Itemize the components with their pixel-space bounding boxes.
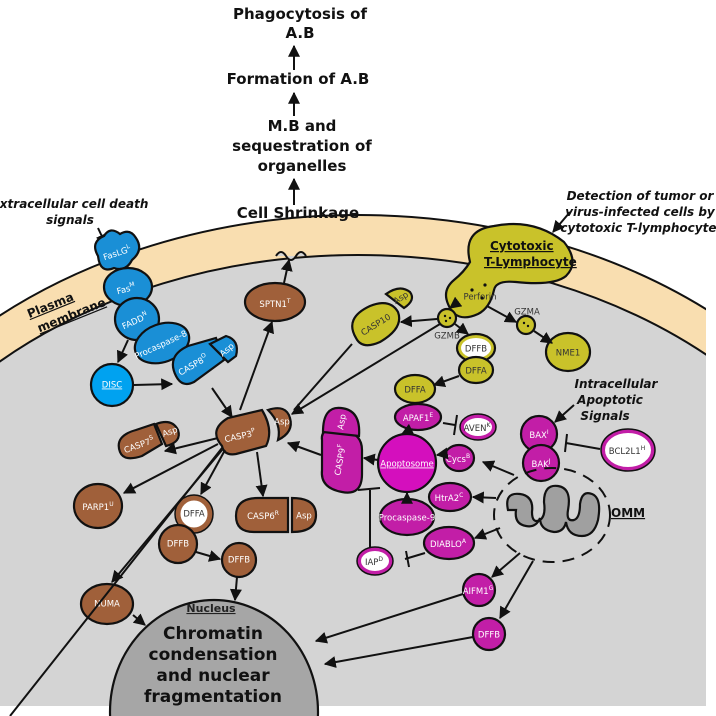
flow-step-sequestration: sequestration of [232, 137, 372, 155]
intrinsic-pathway: APAF1E AVENK Apoptosome CycsB HtrA2C Pro… [286, 402, 656, 668]
dffa-yellow-node-1: DFFA [457, 355, 495, 385]
procaspase8-node: Procaspase-8 [133, 321, 191, 365]
svg-text:DFFA: DFFA [183, 510, 205, 520]
fasl-node: FasLGL [93, 229, 141, 271]
sptn1-node: SPTN1T [243, 281, 307, 323]
flow-step-mb: M.B and [268, 117, 337, 135]
casp9-node: CASP9F Asp [320, 406, 364, 494]
intracellular-signals-label-1: Intracellular [575, 377, 659, 391]
svg-text:GZMB: GZMB [434, 332, 460, 342]
dffb-magenta-node: DFFB [471, 616, 507, 652]
svg-text:APAF1E: APAF1E [403, 412, 434, 424]
iap-node: IAPD [356, 546, 394, 576]
svg-text:AVENK: AVENK [464, 422, 492, 434]
svg-text:BAKJ: BAKJ [531, 458, 550, 470]
nucleus-label: Nucleus [186, 602, 236, 615]
flow-step-formation: Formation of A.B [227, 70, 370, 88]
extracellular-signals-label-1: Extracellular cell death [0, 197, 148, 211]
svg-text:FasM: FasM [115, 280, 136, 296]
nucleus-text-1: Chromatin [163, 624, 263, 644]
extracellular-signals-label-2: signals [46, 213, 94, 227]
mitochondrion-shape [506, 484, 601, 538]
casp6-node: CASP6R Asp [234, 496, 318, 534]
svg-text:GZMA: GZMA [514, 308, 540, 318]
nucleus-text-2: condensation [149, 645, 278, 665]
fas-node: FasM [102, 266, 154, 308]
casp8-node: CASP8O Asp [171, 334, 238, 386]
apaf1-node: APAF1E [393, 402, 443, 432]
apoptosome-node: Apoptosome [376, 432, 438, 494]
dffa-white-node: DFFA [174, 494, 214, 534]
numa-node: NUMA [79, 582, 135, 626]
svg-text:CASP9F: CASP9F [331, 443, 348, 476]
intracellular-signals-label-3: Signals [580, 409, 629, 423]
svg-text:DFFB: DFFB [167, 540, 189, 550]
nme1-node: NME1 [544, 331, 592, 373]
dffb-brown-node-1: DFFB [157, 523, 199, 565]
svg-text:DFFB: DFFB [465, 345, 487, 355]
svg-text:DISC: DISC [102, 381, 122, 391]
svg-text:BCL2L1H: BCL2L1H [609, 445, 645, 457]
gzma-node: GZMA [514, 308, 540, 336]
svg-text:AIFM1G: AIFM1G [463, 585, 494, 597]
ctl-detection-label-2: virus-infected cells by [565, 205, 716, 219]
ctl-detection-label-1: Detection of tumor or [567, 189, 715, 203]
nucleus: Nucleus Chromatin condensation and nucle… [108, 598, 320, 716]
svg-text:NME1: NME1 [556, 349, 580, 359]
diablo-node: DIABLOA [422, 525, 476, 561]
nucleus-body [108, 598, 320, 716]
omm-boundary [493, 467, 611, 563]
svg-text:NUMA: NUMA [94, 600, 120, 610]
intracellular-signals-label-2: Apoptotic [576, 393, 643, 407]
ctl-label-2: T-Lymphocyte [484, 255, 577, 269]
nucleus-text-3: and nuclear [156, 666, 270, 686]
ctl-pathway: Cytotoxic T-Lymphocyte Perforin GZMB GZM… [290, 222, 592, 415]
svg-text:Procaspase-9: Procaspase-9 [379, 514, 436, 524]
svg-text:CycsB: CycsB [446, 453, 470, 465]
svg-text:Asp: Asp [274, 418, 290, 428]
aven-node: AVENK [459, 413, 497, 441]
ctl-label-1: Cytotoxic [490, 239, 554, 253]
flow-step-phagocytosis-ab: A.B [285, 24, 314, 42]
aifm1-node: AIFM1G [461, 572, 497, 608]
svg-text:IAPD: IAPD [365, 556, 383, 568]
casp3-node: CASP3P Asp [215, 407, 292, 456]
ctl-cell [444, 222, 574, 319]
svg-text:DFFA: DFFA [404, 386, 426, 396]
gzmb-node: GZMB [434, 307, 460, 342]
mitochondrion: OMM [471, 460, 645, 620]
svg-text:SPTN1T: SPTN1T [259, 298, 290, 310]
procaspase9-node: Procaspase-9 [379, 497, 436, 537]
extrinsic-pathway: FasLGL FasM FADDN Procaspase-8 DISC CASP… [89, 229, 238, 418]
bcl2l1-node: BCL2L1H [600, 428, 656, 472]
svg-text:Asp: Asp [336, 414, 349, 431]
disc-node: DISC [89, 362, 135, 408]
flow-step-cell-shrinkage: Cell Shrinkage [237, 204, 359, 222]
svg-text:DFFA: DFFA [465, 367, 487, 377]
flow-step-organelles: organelles [258, 157, 347, 175]
dffa-yellow-node-2: DFFA [393, 373, 437, 405]
casp10-node: CASP10 Asp [351, 287, 414, 347]
svg-text:CASP6R: CASP6R [247, 510, 279, 522]
svg-text:DFFB: DFFB [228, 556, 250, 566]
htra2-node: HtrA2C [427, 481, 473, 513]
cycs-node: CycsB [442, 443, 476, 473]
nucleus-text-4: fragmentation [144, 687, 282, 707]
svg-text:DFFB: DFFB [478, 631, 500, 641]
svg-text:BAXI: BAXI [529, 429, 548, 441]
ctl-detection-label-3: cytotoxic T-lymphocytes [560, 221, 716, 235]
omm-label: OMM [611, 506, 645, 520]
svg-text:HtrA2C: HtrA2C [435, 492, 464, 504]
dffb-brown-node-2: DFFB [220, 541, 258, 579]
flow-step-phagocytosis: Phagocytosis of [233, 5, 368, 23]
svg-text:DIABLOA: DIABLOA [430, 538, 467, 550]
top-flow: Phagocytosis of A.B Formation of A.B M.B… [227, 5, 373, 222]
svg-text:PARP1U: PARP1U [82, 501, 113, 513]
parp1-node: PARP1U [72, 482, 124, 530]
perforin-label: Perforin [464, 293, 497, 303]
svg-text:Apoptosome: Apoptosome [380, 460, 433, 470]
executioner-pathway: SPTN1T CASP3P Asp CASP7S Asp PARP1U DFFA [9, 258, 318, 716]
bak-node: BAKJ [521, 443, 561, 483]
svg-text:Asp: Asp [296, 512, 312, 522]
